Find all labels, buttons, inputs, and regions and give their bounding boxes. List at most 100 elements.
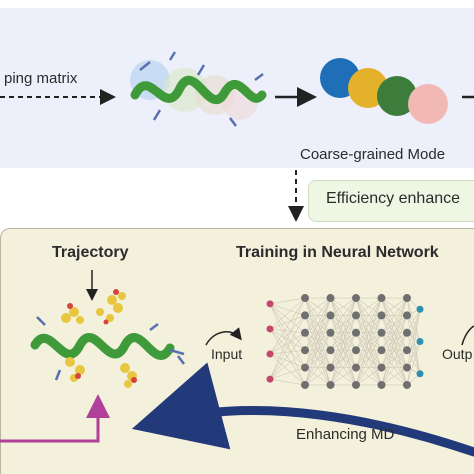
input-node [266, 325, 274, 333]
network-edge [381, 297, 408, 386]
network-edge [269, 297, 306, 355]
network-edge [269, 332, 306, 355]
network-edge [269, 349, 306, 380]
network-edge [304, 297, 331, 386]
network-edge [330, 297, 357, 386]
hidden-node [377, 328, 386, 337]
hidden-node [352, 346, 360, 355]
network-edge [406, 297, 421, 374]
output-node [416, 338, 424, 345]
mapping-matrix-label: ping matrix [4, 70, 78, 87]
hidden-node [301, 328, 309, 337]
network-edge [269, 367, 306, 380]
network-edge [269, 353, 306, 386]
enhancing-md-label: Enhancing MD [296, 426, 395, 443]
network-edge [330, 297, 357, 333]
coarse-grained-beads [320, 58, 448, 124]
network-edges [269, 297, 421, 386]
network-edge [330, 297, 357, 351]
network-edge [269, 297, 306, 380]
hidden-node [403, 328, 411, 337]
network-edge [406, 315, 421, 374]
output-node [416, 370, 424, 378]
top-protein-helix [130, 51, 267, 127]
network-edge [304, 297, 331, 351]
network-edge [381, 297, 408, 316]
network-edge [304, 297, 331, 316]
hidden-node [403, 346, 411, 355]
network-edge [330, 297, 357, 368]
network-edge [269, 315, 306, 355]
hidden-node [352, 380, 360, 389]
network-edge [355, 350, 382, 386]
network-edge [269, 328, 306, 351]
output-arrow [461, 325, 474, 346]
network-edge [269, 315, 306, 380]
network-edge [304, 367, 331, 386]
network-edge [355, 367, 382, 386]
hidden-node [326, 294, 335, 303]
network-edge [406, 341, 421, 368]
network-edge [406, 315, 421, 342]
hidden-node [352, 294, 360, 303]
network-edge [406, 297, 421, 342]
hidden-node [352, 311, 360, 320]
network-edge [381, 367, 408, 386]
network-edge [269, 328, 306, 334]
network-edge [269, 332, 306, 380]
network-edge [406, 309, 421, 386]
input-node [266, 375, 274, 383]
network-edge [330, 367, 357, 386]
network-edge [406, 309, 421, 368]
hidden-node [301, 311, 309, 320]
network-edge [269, 353, 306, 368]
input-arrow [205, 327, 242, 346]
hidden-node [377, 346, 386, 355]
output-label: Outp [442, 346, 473, 362]
input-node [266, 300, 274, 308]
network-edge [381, 297, 408, 368]
network-edge [304, 332, 331, 386]
hidden-node [352, 328, 360, 337]
network-edge [330, 350, 357, 386]
network-edge [304, 350, 331, 386]
network-edge [406, 332, 421, 374]
input-node [266, 350, 274, 358]
hidden-node [403, 380, 411, 389]
network-edge [269, 349, 306, 355]
network-edge [269, 303, 306, 386]
hidden-node [301, 380, 309, 389]
network-edge [269, 303, 306, 334]
efficiency-box [308, 180, 474, 222]
network-edge [269, 303, 306, 316]
hidden-node [377, 294, 386, 303]
trajectory-title: Trajectory [52, 244, 129, 261]
hidden-node [403, 311, 411, 320]
network-edge [355, 297, 382, 351]
hidden-node [377, 311, 386, 320]
output-node [416, 305, 424, 313]
network-edge [355, 297, 382, 333]
neural-network-title: Training in Neural Network [236, 244, 439, 261]
network-edge [355, 315, 382, 386]
hidden-node [326, 311, 335, 320]
network-edge [406, 350, 421, 374]
hidden-node [403, 363, 411, 372]
network-edge [355, 297, 382, 386]
network-edge [381, 315, 408, 386]
network-edge [406, 309, 421, 351]
network-edge [381, 332, 408, 386]
trajectory-protein [30, 289, 185, 388]
network-edge [406, 309, 421, 333]
network-edge [355, 297, 382, 368]
coarse-grained-label: Coarse-grained Mode [300, 146, 446, 163]
network-edge [304, 297, 331, 368]
network-edge [355, 297, 382, 316]
network-edge [355, 332, 382, 386]
network-edge [269, 297, 306, 330]
network-edge [269, 328, 306, 368]
network-edge [304, 315, 331, 386]
network-edge [269, 315, 306, 330]
